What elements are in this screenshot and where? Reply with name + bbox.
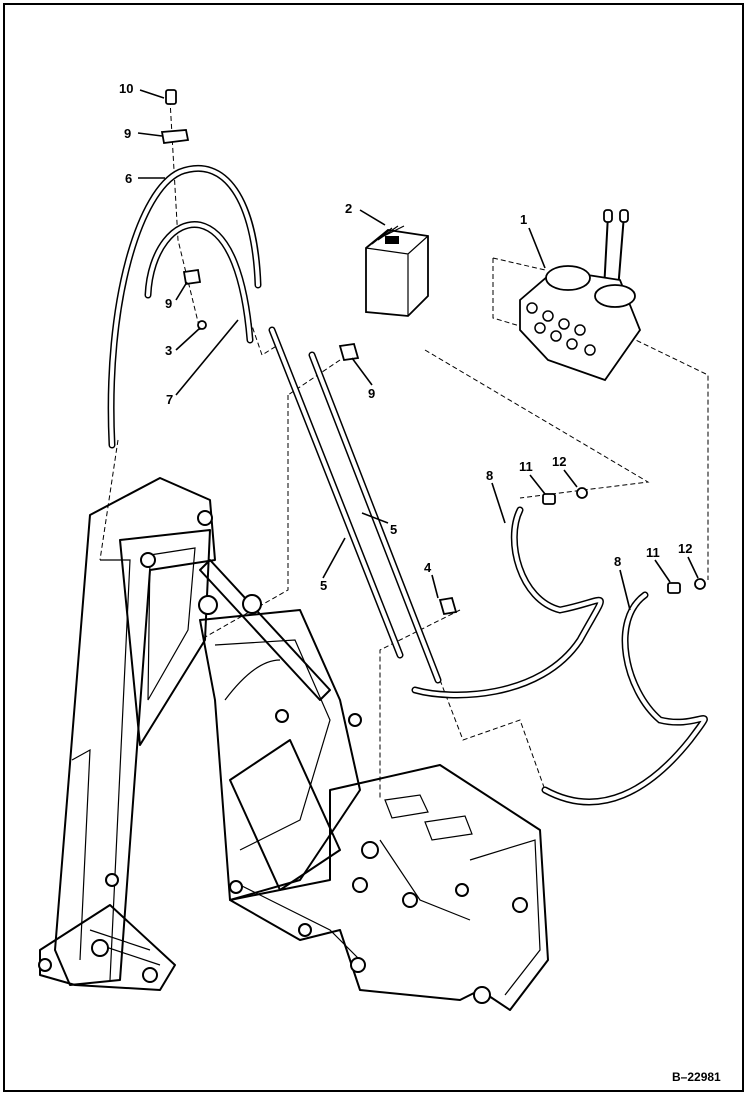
callout-2: 2 <box>345 201 352 216</box>
callout-3: 3 <box>165 343 172 358</box>
callout-9-top: 9 <box>124 126 131 141</box>
adapter-11-upper <box>542 493 556 505</box>
callout-7: 7 <box>166 392 173 407</box>
clamp-4 <box>438 596 458 616</box>
oring-12-upper <box>576 487 588 499</box>
clamp-9-right <box>338 342 360 362</box>
swing-frame <box>229 764 549 1011</box>
drawing-frame <box>3 3 744 1092</box>
hose-7 <box>144 220 254 344</box>
callout-6: 6 <box>125 171 132 186</box>
leader-lines <box>137 89 699 611</box>
callout-5-upper: 5 <box>390 522 397 537</box>
callout-12-lower: 12 <box>678 541 692 556</box>
clamp-9-top <box>160 129 190 144</box>
adapter-11-lower <box>667 582 681 594</box>
clamp-9-mid <box>182 268 202 286</box>
callout-12-upper: 12 <box>552 454 566 469</box>
decal-pack-2 <box>365 225 429 317</box>
callout-9-right: 9 <box>368 386 375 401</box>
callout-5-lower: 5 <box>320 578 327 593</box>
oring-12-lower <box>694 578 706 590</box>
hose-6 <box>107 164 262 449</box>
backhoe-boom-assembly <box>38 477 362 991</box>
callout-11-lower: 11 <box>646 545 660 560</box>
callout-9-mid: 9 <box>165 296 172 311</box>
callout-8-lower: 8 <box>614 554 621 569</box>
hose-8-lower <box>541 591 708 806</box>
callout-10: 10 <box>119 81 133 96</box>
callout-11-upper: 11 <box>519 459 533 474</box>
tube-5-left <box>268 326 404 659</box>
hose-8-upper <box>411 506 604 699</box>
assembly-guide-lines <box>99 99 709 800</box>
callout-4: 4 <box>424 560 432 575</box>
fitting-10 <box>165 89 177 105</box>
control-valve-1 <box>519 209 642 382</box>
callout-labels: 1 2 3 4 5 5 6 7 8 8 9 9 9 10 11 11 12 12 <box>119 81 692 593</box>
figure-id: B–22981 <box>672 1070 721 1084</box>
nut-3 <box>197 320 207 330</box>
callout-1: 1 <box>520 212 527 227</box>
callout-8-upper: 8 <box>486 468 493 483</box>
